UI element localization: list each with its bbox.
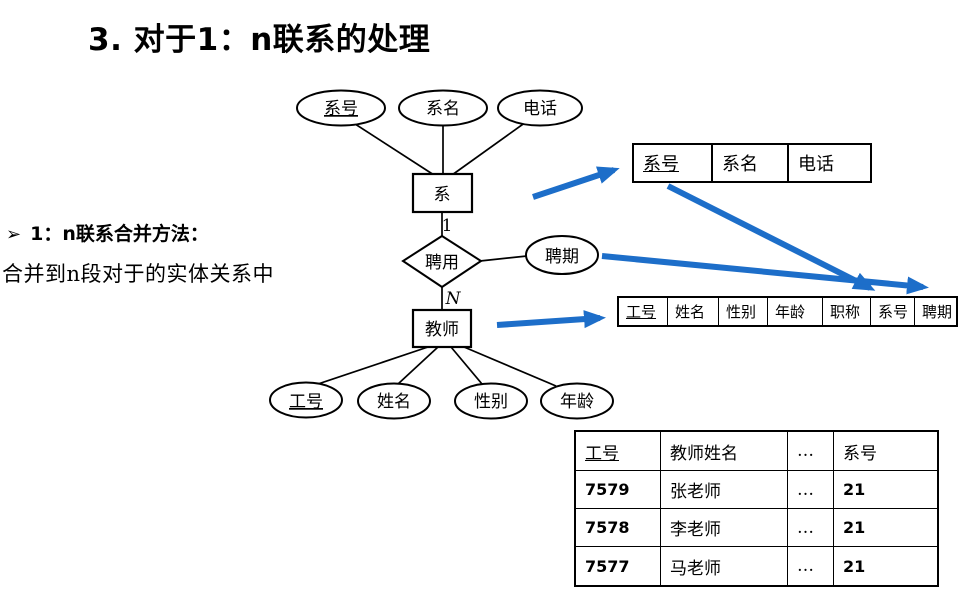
attr-ellipse-phone [497,89,583,127]
teacher-data-table: 工号 教师姓名 … 系号 7579 张老师 … 21 7578 李老师 … 21… [574,430,939,587]
entity-label-teacher: 教师 [425,320,459,340]
teacher-data-cell: 7577 [576,547,661,585]
page-title: 3. 对于1：n联系的处理 [88,22,431,58]
cardinality-n-label: N [445,289,462,309]
teacher-data-cell: 7579 [576,471,661,509]
teacher-data-cell: 21 [843,556,866,576]
note-line-2: 合并到n段对于的实体关系中 [2,262,275,286]
attr-label-hire-term: 聘期 [545,247,579,267]
relationship-label: 聘用 [425,253,459,273]
arrow-deptno-to-teacher-schema [666,183,876,291]
teacher-schema-col-name: 姓名 [668,298,719,325]
teacher-schema-col-gender: 性别 [719,298,768,325]
teacher-data-cell: 马老师 [661,547,788,585]
er-connector-lines [317,121,557,387]
arrowhead-bullet-icon: ➢ [6,224,22,245]
teacher-data-cell: 21 [834,471,937,509]
attr-ellipse-age [540,382,614,420]
arrow-teacher-to-schema [496,310,606,329]
attr-ellipse-emp-no [269,381,343,419]
cardinality-1-label: 1 [442,216,453,236]
teacher-data-cell: 7578 [576,509,661,547]
teacher-schema-col-hire-term: 聘期 [922,303,953,321]
note-line-1: ➢ 1：n联系合并方法： [6,219,209,246]
teacher-schema-table: 工号 姓名 性别 年龄 职称 系号 聘期 [617,296,958,327]
teacher-data-header-ellipsis: … [788,432,834,471]
attr-ellipse-name [357,382,431,420]
attr-ellipse-gender [454,382,528,420]
teacher-data-cell: … [788,509,834,547]
teacher-data-header-emp-no: 工号 [576,432,661,471]
attr-ellipse-dept-no [296,89,386,127]
attr-label-dept-name: 系名 [426,99,460,119]
teacher-data-cell: … [788,471,834,509]
dept-schema-col-dept-no: 系号 [634,145,713,181]
attr-label-name: 姓名 [377,392,411,412]
teacher-data-cell: 李老师 [661,509,788,547]
attr-label-age: 年龄 [560,392,594,412]
entity-label-dept: 系 [434,185,451,205]
dept-schema-col-phone: 电话 [798,154,834,175]
dept-schema-col-dept-name: 系名 [713,145,789,181]
note-line-1-text: 1：n联系合并方法： [30,223,209,245]
teacher-data-header-dept-no: 系号 [834,432,937,471]
teacher-data-cell: 21 [834,509,937,547]
entity-rect-teacher [411,308,473,349]
teacher-schema-col-dept-no: 系号 [871,298,915,325]
relationship-diamond [401,234,483,289]
teacher-schema-col-emp-no: 工号 [619,298,668,325]
entity-rect-dept [411,172,474,214]
arrow-dept-to-schema [532,166,620,200]
arrow-hireterm-to-teacher-schema [601,253,929,295]
attr-label-phone: 电话 [523,99,557,119]
attr-label-gender: 性别 [474,392,508,412]
attr-ellipse-dept-name [398,89,488,127]
dept-schema-table: 系号 系名 电话 [632,143,872,183]
attr-label-emp-no: 工号 [289,392,323,412]
teacher-data-cell: 张老师 [661,471,788,509]
teacher-data-cell: … [788,547,834,585]
attr-ellipse-hire-term [525,235,599,275]
teacher-schema-col-age: 年龄 [768,298,823,325]
attr-label-dept-no: 系号 [324,99,358,119]
teacher-schema-col-title: 职称 [823,298,871,325]
teacher-data-header-name: 教师姓名 [661,432,788,471]
